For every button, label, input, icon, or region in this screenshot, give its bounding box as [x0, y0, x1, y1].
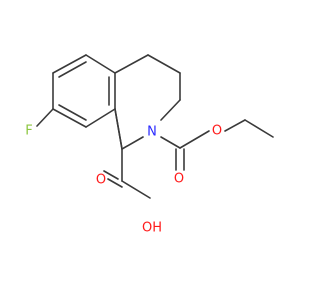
- ring-bond-1: [114, 54, 149, 74]
- ring-bond-2: [147, 54, 181, 74]
- carbamate-bond: [160, 136, 181, 149]
- ring-bond-4: [160, 99, 181, 121]
- ester-carbonyl-oxygen-label: O: [174, 172, 184, 187]
- benzene-bond-2: [85, 54, 116, 74]
- bonds: [36, 54, 274, 199]
- benzene-bond-5: [52, 108, 87, 128]
- acid-oh-bond: [121, 180, 151, 199]
- ethyl-bond-1: [224, 119, 246, 132]
- acid-double-2: [107, 178, 123, 188]
- benzene-bond-1: [52, 54, 87, 74]
- atom-labels: F N O O O OH: [25, 124, 222, 236]
- benzene-bond-4: [85, 108, 116, 128]
- ring-bond-5: [121, 136, 144, 150]
- acid-double-1: [103, 170, 119, 180]
- ring-bond-7: [114, 108, 123, 150]
- structure-diagram: F N O O O OH: [25, 54, 274, 236]
- fluorine-label: F: [25, 124, 32, 139]
- aromatic-inner-3: [58, 104, 87, 121]
- ethyl-bond-2: [244, 119, 274, 138]
- acid-carbonyl-oxygen-label: O: [96, 173, 106, 188]
- fluorine-bond: [36, 108, 54, 127]
- nitrogen-label: N: [147, 125, 157, 140]
- molecule-canvas: F N O O O OH: [25, 54, 274, 236]
- ester-bond: [179, 130, 210, 149]
- ester-ether-oxygen-label: O: [212, 124, 222, 139]
- aromatic-inner-1: [58, 61, 87, 78]
- acid-hydroxyl-label: OH: [142, 221, 162, 236]
